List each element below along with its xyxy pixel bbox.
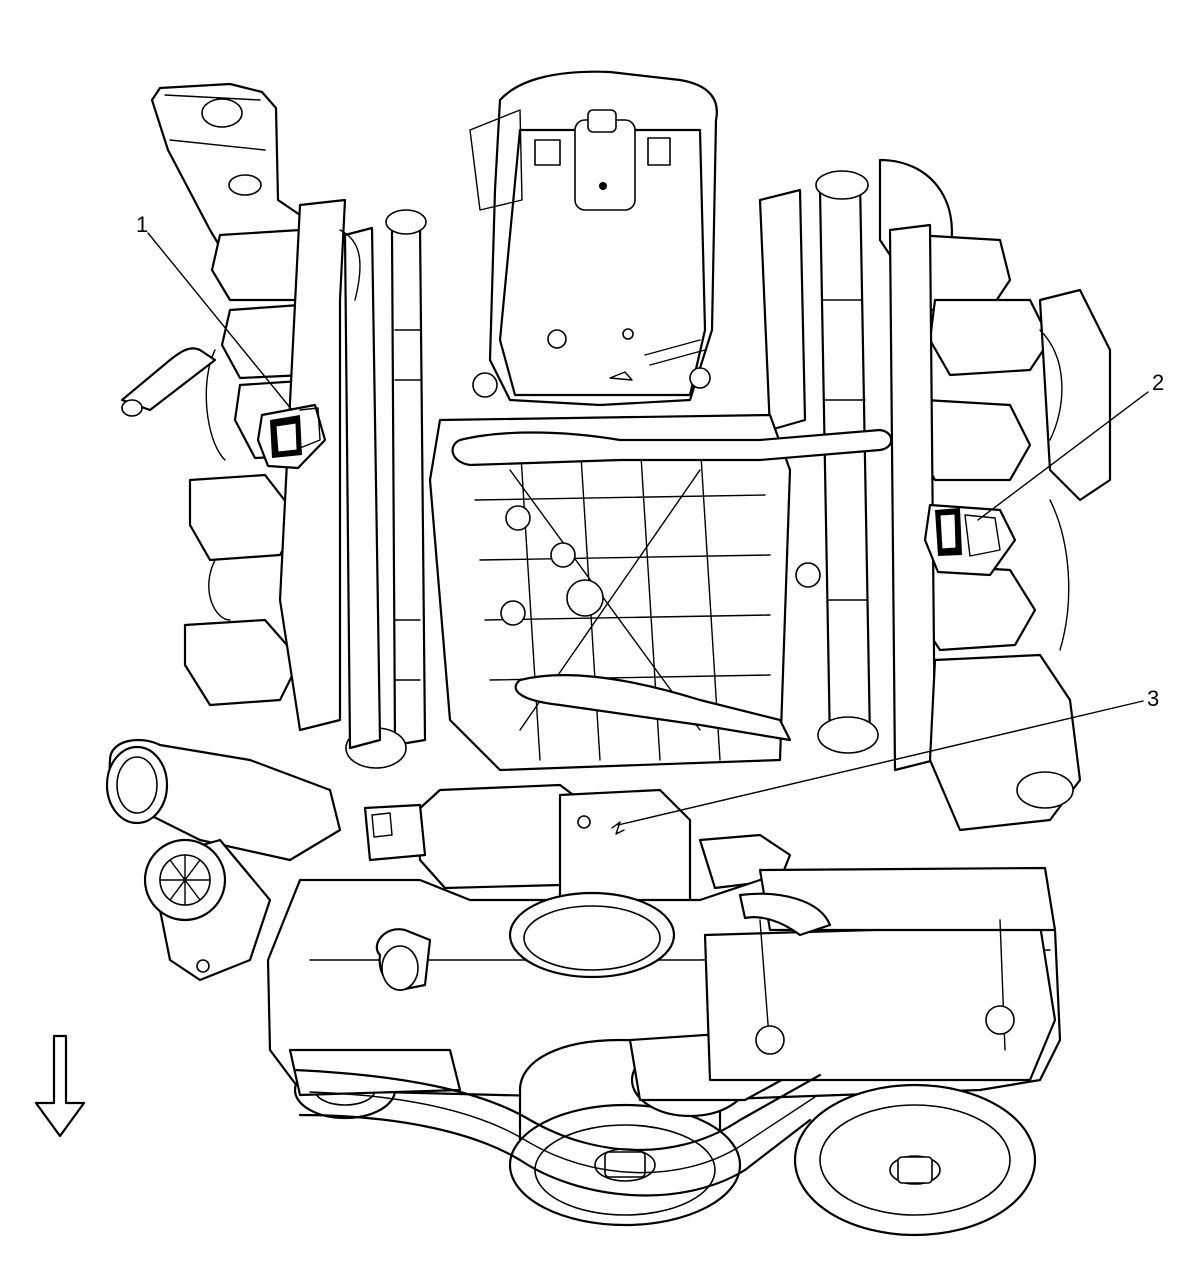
- water-outlet: [105, 738, 342, 982]
- throttle-body: [363, 783, 792, 907]
- serpentine-belt: [293, 1068, 822, 1197]
- leader-line-3: [617, 700, 1144, 826]
- intake-plenum: [469, 70, 718, 407]
- left-fuel-rail: [343, 209, 427, 769]
- right-ignition-coils: [888, 223, 1112, 832]
- sensor-2-connector: [923, 503, 1017, 577]
- callout-2: 2: [1152, 370, 1164, 395]
- coolant-hoses: [375, 892, 832, 992]
- callout-3: 3: [1147, 686, 1159, 711]
- intake-manifold: [428, 413, 893, 772]
- alternator: [703, 866, 1057, 1237]
- sensor-1-connector: [256, 403, 327, 470]
- callout-1: 1: [136, 212, 148, 237]
- engine-mount-bracket: [150, 82, 314, 270]
- idler-pulley-left: [288, 1048, 462, 1120]
- left-vent-pipe: [120, 347, 217, 417]
- down-arrow-icon: [34, 1034, 86, 1138]
- leader-line-1: [147, 232, 293, 411]
- callout-leader-lines: [147, 232, 1149, 826]
- leader-line-2: [977, 391, 1149, 521]
